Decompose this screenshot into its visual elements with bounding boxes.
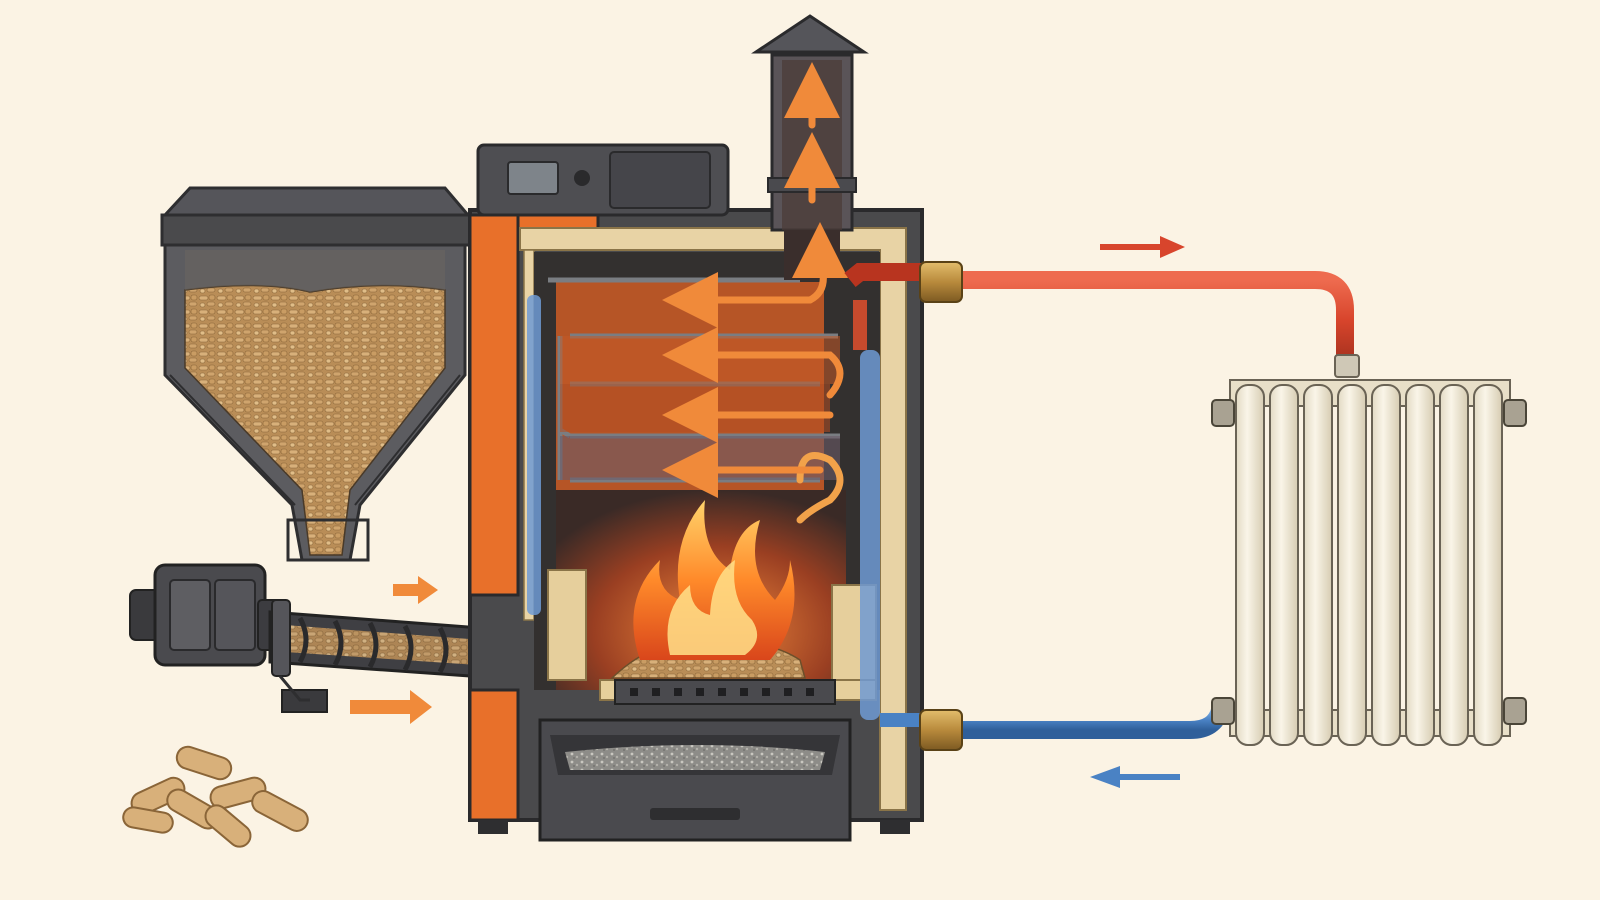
cold-flow-arrow — [1090, 766, 1180, 788]
hot-flow-arrow — [1100, 236, 1185, 258]
loose-pellets — [122, 745, 309, 848]
radiator-valve-top-right — [1503, 399, 1527, 427]
flue-gas-arrows — [662, 62, 848, 524]
return-fitting — [919, 709, 963, 751]
ash-drawer — [538, 718, 852, 842]
hot-supply-pipe — [941, 271, 1354, 369]
control-knob — [574, 170, 590, 186]
air-intake-arrow-bottom — [350, 690, 432, 724]
ash-pile — [565, 745, 825, 770]
boiler-front-panel — [468, 213, 520, 597]
supply-and-return-pipes — [844, 261, 1354, 751]
ash-drawer-handle — [650, 808, 740, 820]
supply-fitting — [919, 261, 963, 303]
radiator-valve-bottom-right — [1503, 697, 1527, 725]
chimney-cap — [751, 14, 869, 54]
firebrick-left — [547, 569, 587, 681]
water-jacket-left — [527, 295, 541, 615]
air-intake-arrows — [350, 576, 438, 724]
radiator-valve-top-left — [1211, 399, 1235, 427]
air-intake-arrow-top — [393, 576, 438, 604]
cold-return-pipe — [951, 701, 1229, 739]
radiator-valve-bottom-left — [1211, 697, 1235, 725]
burner-flame — [633, 500, 795, 660]
radiator — [1211, 354, 1527, 746]
control-display — [507, 161, 559, 195]
feed-motor — [129, 563, 328, 713]
pellet-hopper — [160, 186, 472, 562]
insulation-lining — [519, 227, 907, 811]
water-jacket-right — [860, 350, 880, 720]
hopper-pellets — [184, 284, 446, 556]
